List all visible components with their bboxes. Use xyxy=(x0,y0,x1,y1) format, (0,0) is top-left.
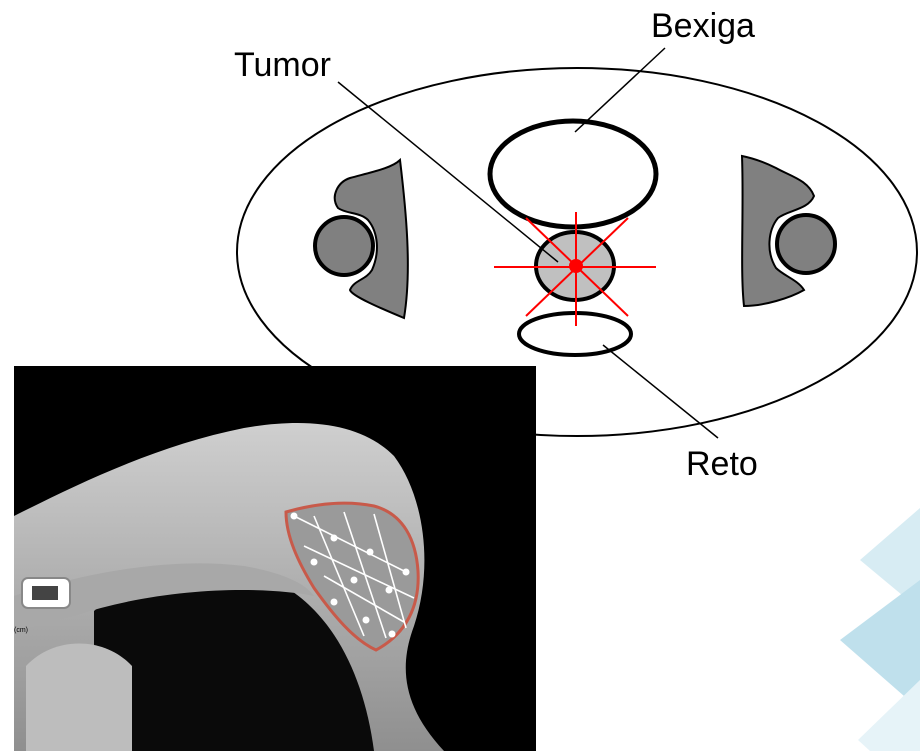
bladder-label: Bexiga xyxy=(651,7,755,45)
decorative-blue-shapes xyxy=(840,480,920,751)
bladder-shape xyxy=(490,121,656,227)
ct-breast-implant-image: (cm) xyxy=(14,366,536,751)
right-femoral-head xyxy=(777,215,835,273)
tumor-label: Tumor xyxy=(234,46,331,84)
left-femoral-head xyxy=(315,217,373,275)
ct-scale-text: (cm) xyxy=(14,627,28,634)
beam-isocenter xyxy=(569,259,583,273)
rectum-label: Reto xyxy=(686,445,758,483)
